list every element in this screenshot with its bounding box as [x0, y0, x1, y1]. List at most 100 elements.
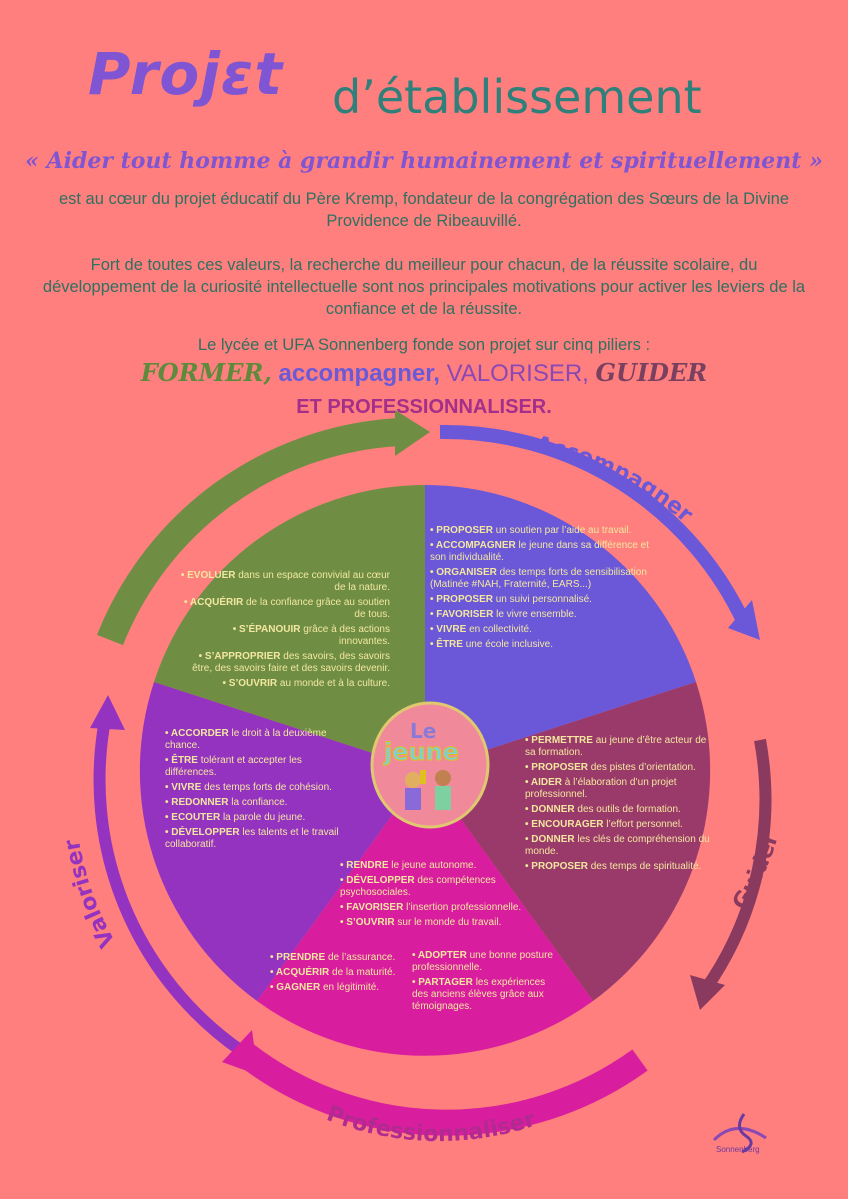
list-item-text: de la maturité.	[329, 967, 396, 978]
accompagner-list: • PROPOSER un soutien par l’aide au trav…	[430, 525, 650, 654]
list-item: • PERMETTRE au jeune d’être acteur de sa…	[525, 735, 715, 759]
intro-paragraph-1: est au cœur du projet éducatif du Père K…	[58, 190, 790, 230]
list-item-text: sur le monde du travail.	[394, 917, 502, 928]
sonnenberg-logo-icon: Sonnenberg	[712, 1113, 767, 1154]
title-etablissement: d’établissement	[332, 70, 702, 124]
list-item: • REDONNER la confiance.	[165, 797, 350, 809]
list-item-verb: • ADOPTER	[412, 950, 467, 961]
list-item: • PROPOSER un suivi personnalisé.	[430, 594, 650, 606]
list-item: • RENDRE le jeune autonome.	[340, 860, 540, 872]
professionnaliser-right-list: • ADOPTER une bonne posture professionne…	[412, 950, 562, 1016]
list-item: • DONNER des outils de formation.	[525, 804, 715, 816]
list-item-verb: • ACCORDER	[165, 728, 229, 739]
list-item-text: une bonne posture professionnelle.	[412, 950, 553, 973]
list-item-verb: • DÉVELOPPER	[165, 827, 240, 838]
list-item: • PROPOSER des temps de spiritualité.	[525, 861, 715, 873]
list-item-verb: • RENDRE	[340, 860, 389, 871]
arrow-former	[96, 410, 430, 646]
list-item: • S’ÉPANOUIR grâce à des actions innovan…	[180, 624, 390, 648]
list-item-verb: • ACQUÉRIR	[183, 597, 244, 608]
list-item-text: l’insertion professionnelle.	[403, 902, 522, 913]
list-item-verb: • PERMETTRE	[525, 735, 593, 746]
arrow-guider	[690, 738, 772, 1010]
list-item-verb: • VIVRE	[430, 624, 467, 635]
arrow-label-former: Former	[170, 467, 259, 538]
guider-list: • PERMETTRE au jeune d’être acteur de sa…	[525, 735, 715, 876]
intro-paragraph-3: Le lycée et UFA Sonnenberg fonde son pro…	[197, 336, 651, 354]
list-item-verb: • S’OUVRIR	[222, 678, 278, 689]
list-item: • GAGNER en légitimité.	[270, 982, 410, 994]
list-item-text: les expériences des anciens élèves grâce…	[412, 977, 546, 1012]
list-item-verb: • DONNER	[525, 834, 575, 845]
pillars-line: FORMER, accompagner, VALORISER, GUIDER	[0, 358, 848, 389]
list-item-verb: • S’APPROPRIER	[198, 651, 281, 662]
list-item: • ACQUÉRIR de la maturité.	[270, 967, 410, 979]
list-item-verb: • ORGANISER	[430, 567, 497, 578]
list-item-text: des savoirs, des savoirs être, des savoi…	[192, 651, 390, 674]
center-circle	[370, 701, 490, 829]
segment-professionnaliser	[257, 770, 593, 1056]
arrow-valoriser	[90, 695, 244, 1055]
list-item: • ENCOURAGER l’effort personnel.	[525, 819, 715, 831]
list-item: • ORGANISER des temps forts de sensibili…	[430, 567, 650, 591]
list-item-text: l’effort personnel.	[603, 819, 683, 830]
list-item-text: des temps forts de cohésion.	[201, 782, 332, 793]
list-item: • ACCOMPAGNER le jeune dans sa différenc…	[430, 540, 650, 564]
list-item-verb: • EVOLUER	[180, 570, 236, 581]
list-item: • ACCORDER le droit à la deuxième chance…	[165, 728, 350, 752]
list-item: • EVOLUER dans un espace convivial au cœ…	[180, 570, 390, 594]
title-projet: Projɛt	[88, 40, 284, 108]
list-item-verb: • ENCOURAGER	[525, 819, 604, 830]
list-item-text: les talents et le travail collaboratif.	[165, 827, 339, 850]
former-list: • EVOLUER dans un espace convivial au cœ…	[180, 570, 390, 693]
list-item-verb: • ECOUTER	[165, 812, 221, 823]
list-item: • AIDER à l’élaboration d’un projet prof…	[525, 777, 715, 801]
list-item: • VIVRE en collectivité.	[430, 624, 650, 636]
list-item-text: dans un espace convivial au cœur de la n…	[235, 570, 390, 593]
list-item-verb: • PROPOSER	[430, 594, 493, 605]
list-item-text: en légitimité.	[320, 982, 380, 993]
list-item: • PRENDRE de l’assurance.	[270, 952, 410, 964]
list-item: • ADOPTER une bonne posture professionne…	[412, 950, 562, 974]
list-item: • ÊTRE tolérant et accepter les différen…	[165, 755, 350, 779]
list-item-verb: • PRENDRE	[270, 952, 326, 963]
list-item: • ECOUTER la parole du jeune.	[165, 812, 350, 824]
list-item: • VIVRE des temps forts de cohésion.	[165, 782, 350, 794]
list-item-verb: • DONNER	[525, 804, 575, 815]
list-item-verb: • PROPOSER	[525, 762, 588, 773]
arrow-label-guider: Guider	[728, 830, 784, 914]
list-item-verb: • AIDER	[525, 777, 563, 788]
arrow-professionnaliser	[222, 1030, 648, 1136]
list-item: • S’APPROPRIER des savoirs, des savoirs …	[180, 651, 390, 675]
center-le: Le	[410, 719, 436, 743]
list-item-text: au monde et à la culture.	[277, 678, 390, 689]
list-item-text: de la confiance grâce au soutien de tous…	[243, 597, 390, 620]
list-item-text: des compétences psychosociales.	[340, 875, 496, 898]
list-item: • FAVORISER le vivre ensemble.	[430, 609, 650, 621]
svg-text:Sonnenberg: Sonnenberg	[716, 1145, 760, 1154]
list-item-text: grâce à des actions innovantes.	[300, 624, 390, 647]
list-item-text: des temps forts de sensibilisation (Mati…	[430, 567, 647, 590]
list-item-verb: • DÉVELOPPER	[340, 875, 415, 886]
list-item-verb: • ÊTRE	[165, 755, 198, 766]
arrow-label-accompagner: Accompagner	[533, 432, 697, 528]
pillar-accompagner: accompagner,	[278, 360, 440, 387]
list-item-verb: • ACCOMPAGNER	[430, 540, 516, 551]
pillar-valoriser: VALORISER,	[446, 360, 589, 387]
list-item-verb: • GAGNER	[270, 982, 321, 993]
list-item-verb: • PROPOSER	[430, 525, 493, 536]
list-item: • ÊTRE une école inclusive.	[430, 639, 650, 651]
list-item-text: une école inclusive.	[462, 639, 554, 650]
list-item-text: à l’élaboration d’un projet professionne…	[525, 777, 677, 800]
list-item-text: les clés de compréhension du monde.	[525, 834, 710, 857]
arrow-accompagner	[439, 424, 760, 640]
list-item-text: tolérant et accepter les différences.	[165, 755, 302, 778]
list-item-verb: • FAVORISER	[430, 609, 494, 620]
list-item-verb: • ACQUÉRIR	[270, 967, 330, 978]
list-item-verb: • VIVRE	[165, 782, 202, 793]
professionnaliser-left-list: • PRENDRE de l’assurance. • ACQUÉRIR de l…	[270, 952, 410, 997]
students-illustration	[405, 770, 451, 810]
segment-guider	[425, 682, 711, 1001]
list-item-text: le jeune autonome.	[388, 860, 477, 871]
